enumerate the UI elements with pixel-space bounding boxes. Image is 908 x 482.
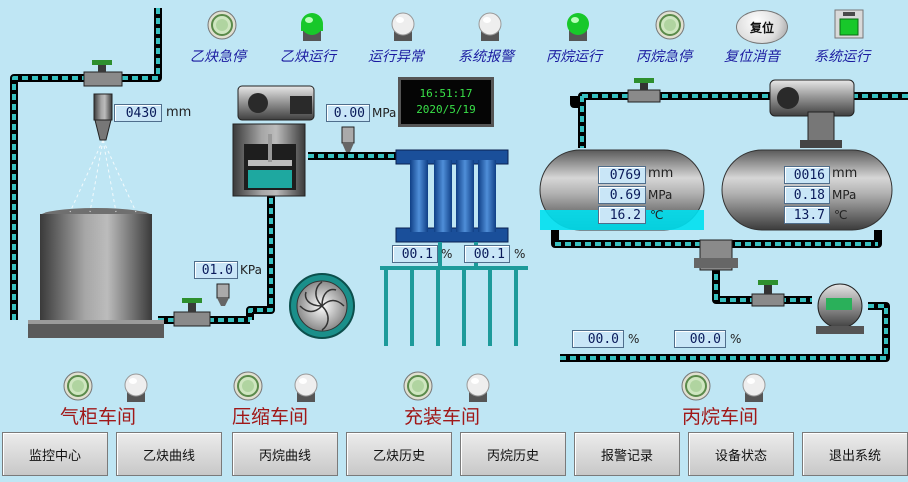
lamp-gasholder-ring-icon: [63, 371, 93, 401]
propane-valve-top: [627, 78, 661, 103]
tank2-level-unit: mm: [832, 166, 858, 181]
tank1-temp-value: 16.2: [598, 206, 646, 224]
lamp-label-reset-mute: 复位消音: [724, 49, 780, 65]
filling-manifold: [380, 149, 528, 346]
nav-button-exit-system[interactable]: 退出系统: [802, 432, 908, 476]
level-sensor: [93, 93, 113, 141]
tank1-pressure-unit: MPa: [648, 188, 673, 202]
lamp-acetylene-run-icon: [301, 13, 323, 41]
gasholder-level-unit: mm: [166, 105, 192, 120]
lamp-row: [207, 10, 685, 41]
gate-valve-top: [83, 60, 123, 87]
nav-button-propane-curve[interactable]: 丙烷曲线: [232, 432, 338, 476]
workshop-label-filling: 充装车间: [404, 406, 481, 428]
compressor-pressure-unit: MPa: [372, 106, 397, 120]
exhaust-fan: [289, 273, 355, 339]
lamp-acetylene-estop-icon: [207, 10, 237, 40]
tank1-pressure-value: 0.69: [598, 186, 646, 204]
clock-display: 16:51:17 2020/5/19: [398, 77, 494, 127]
lamp-label-propane-run: 丙烷运行: [546, 49, 602, 65]
gas-holder: [28, 139, 164, 338]
fill-left-value: 00.1: [392, 245, 438, 263]
clock-time: 16:51:17: [419, 87, 473, 100]
lamp-propane-estop-icon: [655, 10, 685, 40]
lamp-compressor-ring-icon: [233, 371, 263, 401]
gate-valve-bottom: [173, 298, 211, 327]
lamp-label-acetylene-run: 乙炔运行: [280, 49, 336, 65]
tank2-level-value: 0016: [784, 166, 830, 184]
lamp-compressor-bulb-icon: [294, 373, 318, 402]
nav-button-acetylene-history[interactable]: 乙炔历史: [346, 432, 452, 476]
inlet-pressure-value: 01.0: [194, 261, 238, 279]
lamp-filling-ring-icon: [403, 371, 433, 401]
tank1-level-value: 0769: [598, 166, 646, 184]
propane-tee: [694, 239, 738, 271]
nav-button-propane-history[interactable]: 丙烷历史: [460, 432, 566, 476]
lamp-system-alarm-icon: [478, 12, 502, 41]
lamp-label-system-alarm: 系统报警: [458, 49, 514, 65]
tank2-pressure-value: 0.18: [784, 186, 830, 204]
propane-pump: [816, 283, 864, 334]
propane-out-right-value: 00.0: [674, 330, 726, 348]
propane-out-left-unit: %: [628, 332, 640, 346]
compressor-pressure-value: 0.00: [326, 104, 370, 122]
nav-button-acetylene-curve[interactable]: 乙炔曲线: [116, 432, 222, 476]
pressure-sensor-inlet: [216, 283, 230, 306]
tank2-pressure-unit: MPa: [832, 188, 857, 202]
propane-compressor: [769, 79, 855, 148]
tank2-temp-unit: ℃: [834, 208, 848, 222]
lamp-label-acetylene-estop: 乙炔急停: [190, 49, 246, 65]
nav-button-device-status[interactable]: 设备状态: [688, 432, 794, 476]
tank1-temp-unit: ℃: [650, 208, 664, 222]
reset-button[interactable]: 复位: [736, 10, 788, 44]
lamp-filling-bulb-icon: [466, 373, 490, 402]
lamp-run-abnormal-icon: [391, 12, 415, 41]
workshop-lamps: [63, 371, 766, 402]
tank1-level-unit: mm: [648, 166, 674, 181]
workshop-label-propane: 丙烷车间: [682, 406, 759, 428]
lamp-label-system-run: 系统运行: [814, 49, 870, 65]
clock-date: 2020/5/19: [416, 103, 476, 116]
lamp-label-run-abnormal: 运行异常: [368, 49, 424, 65]
lamp-propane-run-icon: [567, 13, 589, 41]
propane-out-right-unit: %: [730, 332, 742, 346]
pressure-sensor-compressor: [341, 126, 355, 152]
nav-button-alarm-records[interactable]: 报警记录: [574, 432, 680, 476]
nav-button-monitor-center[interactable]: 监控中心: [2, 432, 108, 476]
system-run-lamp-icon: [834, 9, 864, 39]
inlet-pressure-unit: KPa: [240, 263, 262, 277]
lamp-propane-ring-icon: [681, 371, 711, 401]
fill-right-unit: %: [514, 247, 526, 261]
workshop-label-compressor: 压缩车间: [232, 406, 309, 428]
lamp-label-propane-estop: 丙烷急停: [636, 49, 692, 65]
fill-right-value: 00.1: [464, 245, 510, 263]
fill-left-unit: %: [441, 247, 453, 261]
lamp-gasholder-bulb-icon: [124, 373, 148, 402]
propane-valve-bottom: [751, 280, 785, 307]
compressor: [232, 85, 315, 197]
workshop-label-gasholder: 气柜车间: [60, 406, 137, 428]
gasholder-level-value: 0430: [114, 104, 162, 122]
tank2-temp-value: 13.7: [784, 206, 830, 224]
lamp-propane-bulb-icon: [742, 373, 766, 402]
propane-out-left-value: 00.0: [572, 330, 624, 348]
